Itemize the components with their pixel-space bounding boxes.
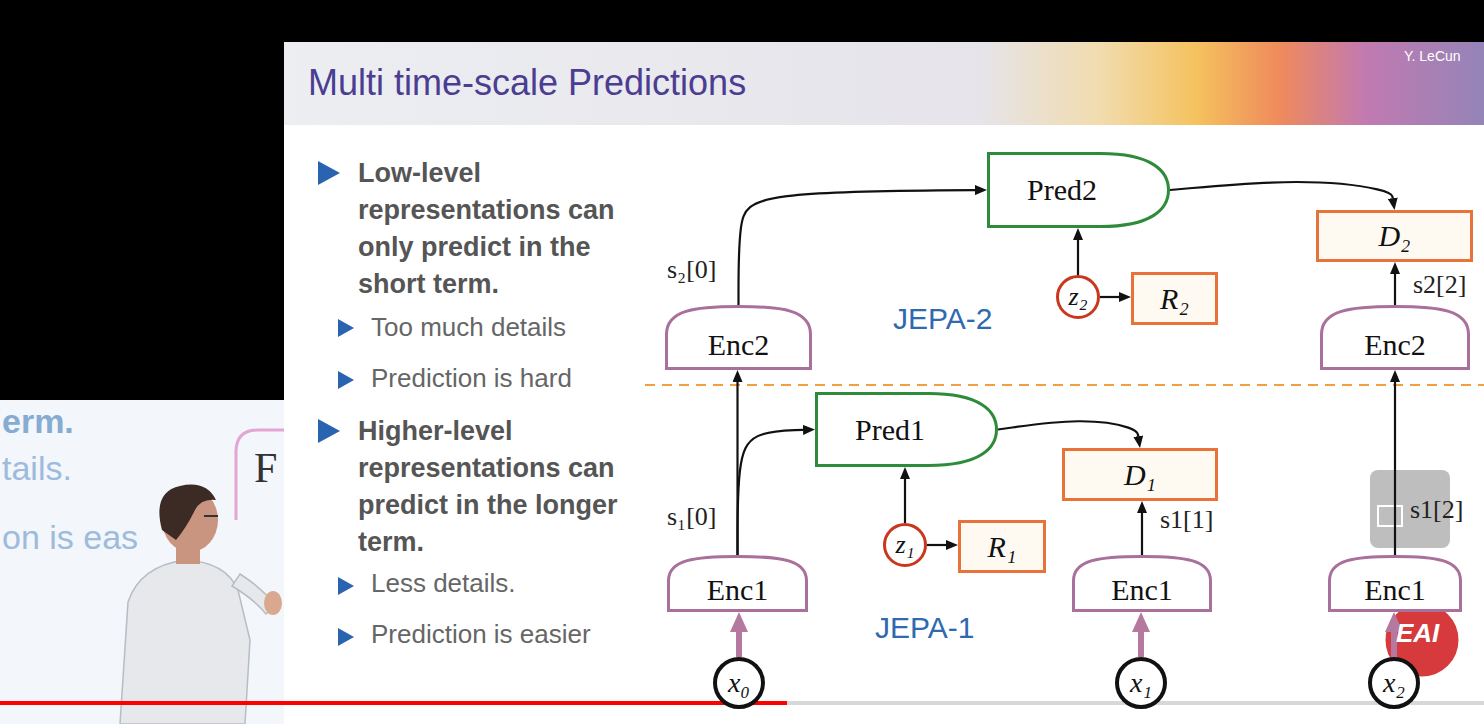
presenter-glasses xyxy=(204,515,218,517)
connector-arrow xyxy=(1141,513,1143,555)
regularizer-box: R₁ xyxy=(958,520,1046,573)
encoder-outline-path xyxy=(669,557,807,611)
node-text: Enc1 xyxy=(1111,573,1173,607)
encoder-outline-path xyxy=(1322,307,1469,369)
sub-bullet-text: Less details. xyxy=(371,568,516,599)
presenter-hair xyxy=(159,485,216,540)
projected-text: F xyxy=(254,444,277,492)
connector-arrow xyxy=(738,430,804,555)
connector-arrow xyxy=(1077,240,1079,275)
node-text: R₂ xyxy=(1160,282,1189,316)
bullet-triangle xyxy=(318,419,340,443)
connector-arrow xyxy=(1100,296,1119,298)
connector-arrow xyxy=(927,544,946,546)
level-label: JEPA-2 xyxy=(893,302,992,336)
encoder-outline-path xyxy=(1074,557,1211,611)
encoder-box: Enc1 xyxy=(1328,555,1462,612)
encoder-box: Enc1 xyxy=(1072,555,1212,612)
encoder-box: Enc2 xyxy=(665,305,812,370)
state-label: s1[2] xyxy=(1410,495,1463,525)
pip-glyph xyxy=(1378,506,1402,526)
node-text: Enc2 xyxy=(1364,328,1426,362)
bullet-triangle xyxy=(338,628,354,646)
node-text: Enc1 xyxy=(1364,573,1426,607)
encoder-outline-path xyxy=(667,307,811,369)
node-text: z₁ xyxy=(895,530,914,560)
latent-circle: z₁ xyxy=(883,523,927,567)
node-text: Enc2 xyxy=(708,328,770,362)
projected-screen xyxy=(0,400,284,724)
encoder-outline-path xyxy=(1330,557,1461,611)
latent-circle: z₂ xyxy=(1056,275,1100,319)
presenter-hand xyxy=(264,591,282,615)
progress-played xyxy=(0,701,787,705)
node-text: Pred1 xyxy=(855,413,925,447)
connector-arrow xyxy=(1394,274,1396,305)
state-label: s₁[0] xyxy=(667,502,717,532)
encoder-box: Enc1 xyxy=(667,555,808,612)
sub-bullet-text: Prediction is easier xyxy=(371,619,591,650)
connector-arrow xyxy=(1394,382,1396,555)
state-label: s1[1] xyxy=(1160,505,1213,535)
node-text: z₂ xyxy=(1068,282,1087,312)
input-circle: x₀ xyxy=(713,657,765,709)
regularizer-box: R₂ xyxy=(1131,272,1218,325)
projected-text: erm. xyxy=(2,402,74,441)
input-arrow xyxy=(1138,632,1144,657)
logo-text: EAI xyxy=(1396,618,1439,649)
predictor-outline-path xyxy=(817,394,997,466)
node-text: x₂ xyxy=(1383,667,1405,699)
input-circle: x₂ xyxy=(1368,657,1420,709)
connector-arrow xyxy=(1170,182,1393,198)
input-arrow xyxy=(736,632,742,657)
distance-box: D₂ xyxy=(1316,210,1473,262)
slide-background xyxy=(284,42,1484,724)
node-text: x₀ xyxy=(728,667,750,699)
predictor-box: Pred1 xyxy=(815,392,998,467)
state-label: s2[2] xyxy=(1413,270,1466,300)
bullet-triangle xyxy=(318,161,340,185)
predictor-outline-path xyxy=(989,154,1169,227)
slide-title: Multi time-scale Predictions xyxy=(308,62,746,104)
sub-bullet-text: Prediction is hard xyxy=(371,363,572,394)
presenter-figure xyxy=(120,485,282,724)
bullet-markers xyxy=(318,161,354,646)
projected-shape-outline xyxy=(236,430,284,520)
node-text: Enc1 xyxy=(707,573,769,607)
input-circle: x₁ xyxy=(1115,657,1167,709)
node-text: R₁ xyxy=(988,530,1017,564)
encoder-box: Enc2 xyxy=(1320,305,1470,370)
author-credit: Y. LeCun xyxy=(1404,48,1461,64)
projected-text: on is eas xyxy=(2,518,138,557)
distance-box: D₁ xyxy=(1062,448,1218,501)
bullet-triangle xyxy=(338,577,354,595)
level-label: JEPA-1 xyxy=(875,611,974,645)
presenter-shirt xyxy=(120,560,250,724)
bullet-triangle xyxy=(338,371,354,389)
connector-arrow xyxy=(739,190,976,305)
state-label: s₂[0] xyxy=(667,255,717,285)
node-text: Pred2 xyxy=(1027,173,1097,207)
bullet-triangle xyxy=(338,319,354,337)
sub-bullet-text: Too much details xyxy=(371,312,566,343)
connector-arrow xyxy=(904,479,906,523)
slide-header-band xyxy=(284,42,1484,125)
node-text: x₁ xyxy=(1130,667,1152,699)
bullet-text: Low-level representations can only predi… xyxy=(358,155,638,303)
level-divider xyxy=(645,384,1484,386)
node-text: D₁ xyxy=(1124,458,1156,492)
predictor-box: Pred2 xyxy=(987,152,1170,228)
node-text: D₂ xyxy=(1378,219,1410,253)
bullet-text: Higher-level representations can predict… xyxy=(358,413,638,561)
projected-text: tails. xyxy=(2,449,72,488)
connector-arrow xyxy=(998,421,1138,436)
